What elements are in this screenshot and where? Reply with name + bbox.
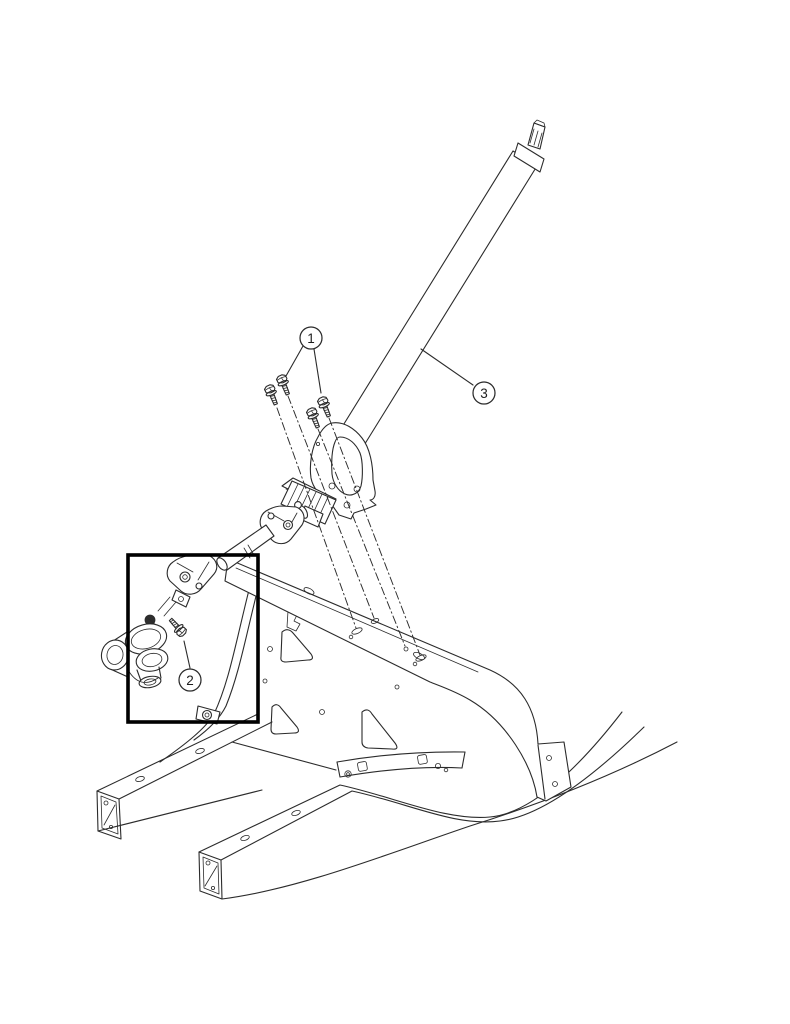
gear-output-bore [135,648,169,672]
callout-2-circle[interactable] [178,668,202,692]
mounting-bolt-4 [316,396,331,418]
frame-rail-rear-left-crossmember [198,711,678,900]
frame-column-support-member [224,558,572,802]
callout-3-circle[interactable] [472,381,496,405]
bolt-alignment-centerlines [276,395,427,667]
callout-1-circle[interactable] [299,326,323,350]
pinch-bolt [168,617,187,638]
steering-gear [100,614,169,689]
callout-1-leader [313,348,322,394]
callout-3-leader [420,348,474,386]
callout-2-leader [183,640,191,669]
mounting-bolt-1 [263,384,278,406]
callout-1-label: 1 [307,331,315,346]
intermediate-shaft [216,524,275,571]
callout-2[interactable]: 2 [178,640,202,692]
callout-3-label: 3 [480,386,488,401]
steering-column-tube [333,150,538,456]
frame-gusset-plate [159,577,466,778]
callout-3[interactable]: 3 [420,348,496,405]
callout-1-leader [285,345,304,377]
steering-column [333,119,546,456]
mounting-bolt-3 [305,407,320,429]
lower-universal-joint [157,554,218,617]
joint-clamp-tab [171,589,191,608]
steering-column-collar [513,142,545,173]
frame-rail-front-left [96,713,273,840]
frame-mounting-plate [336,751,466,778]
bracket-mounting-bolts [263,374,331,429]
callout-2-label: 2 [186,673,194,688]
detail-highlight-box [126,553,260,724]
steering-shaft-splined-tip [527,119,546,150]
callout-1[interactable]: 1 [285,326,323,394]
mounting-bolt-2 [275,374,290,396]
